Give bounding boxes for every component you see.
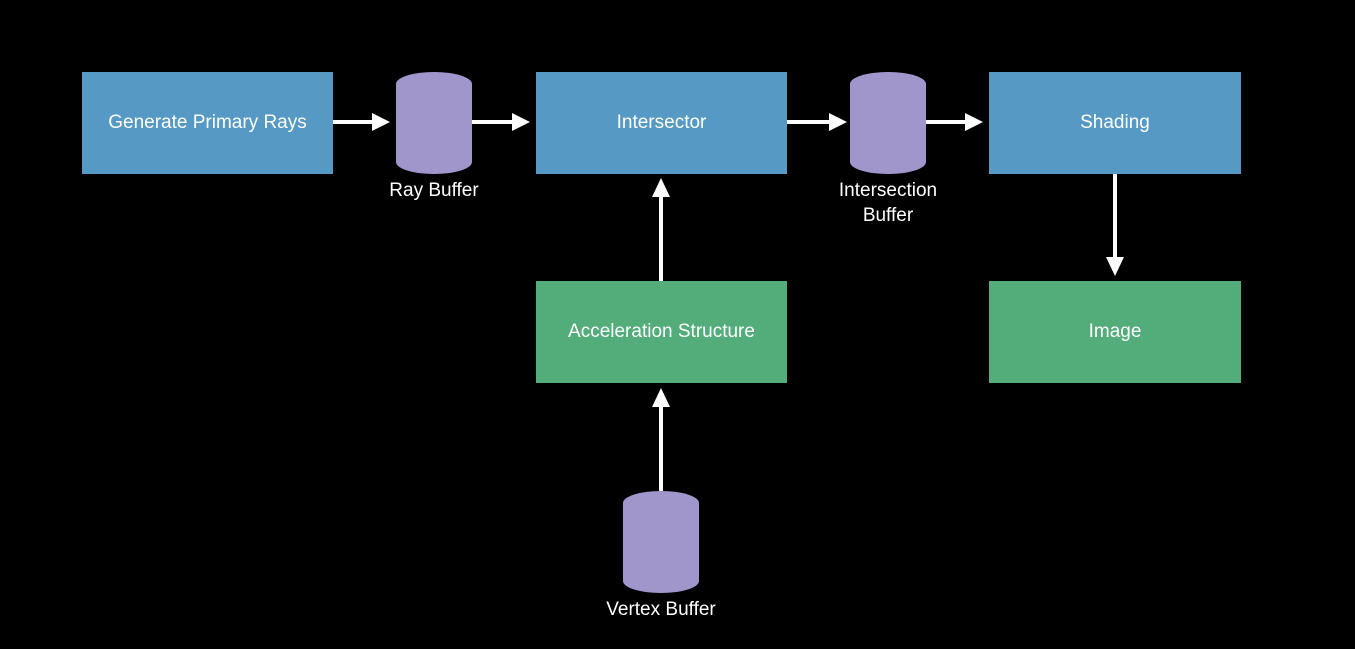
vertex-buffer-cylinder-icon [623, 491, 699, 593]
image-label: Image [1088, 321, 1142, 342]
generate-primary-rays-node: Generate Primary Rays [82, 72, 333, 174]
arrow-intersector-to-intersection-buffer [787, 113, 847, 131]
ray-buffer-cylinder-icon [396, 72, 472, 174]
intersection-buffer-label-line2: Buffer [862, 205, 914, 226]
image-node: Image [989, 281, 1241, 383]
vertex-buffer-label: Vertex Buffer [606, 599, 716, 620]
intersector-node: Intersector [536, 72, 787, 174]
arrow-acceleration-structure-to-intersector [652, 178, 670, 281]
intersection-buffer-label: Intersection Buffer [808, 178, 968, 228]
shading-node: Shading [989, 72, 1241, 174]
arrow-ray-buffer-to-intersector [472, 113, 530, 131]
arrow-shading-to-image [1106, 174, 1124, 276]
generate-primary-rays-label: Generate Primary Rays [108, 112, 307, 133]
shading-label: Shading [1080, 112, 1150, 133]
intersection-buffer-cylinder-icon [850, 72, 926, 174]
intersection-buffer-label-line1: Intersection [838, 180, 938, 201]
acceleration-structure-label: Acceleration Structure [568, 321, 755, 342]
arrow-vertex-buffer-to-acceleration-structure [652, 388, 670, 491]
ray-buffer-label: Ray Buffer [389, 180, 479, 201]
arrow-intersection-buffer-to-shading [926, 113, 983, 131]
acceleration-structure-node: Acceleration Structure [536, 281, 787, 383]
arrow-generate-to-ray-buffer [333, 113, 390, 131]
intersector-label: Intersector [616, 112, 707, 133]
